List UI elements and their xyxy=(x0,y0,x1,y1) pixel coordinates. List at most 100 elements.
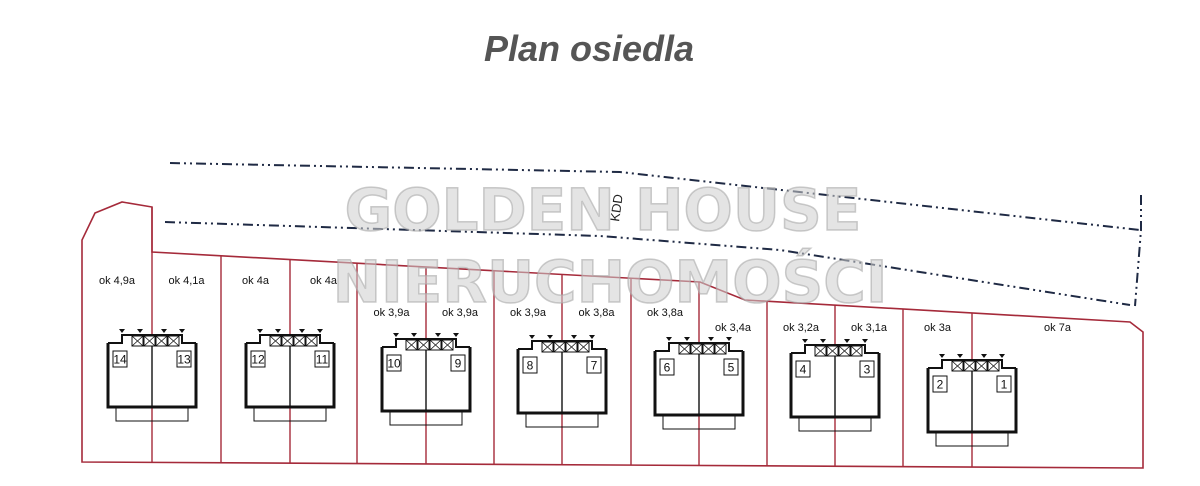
utility-box-cross xyxy=(714,343,727,355)
utility-box-cross xyxy=(690,343,703,355)
entrance-arrow-icon xyxy=(981,354,987,358)
unit-number-right: 11 xyxy=(316,353,329,367)
entrance-arrow-icon xyxy=(275,329,281,333)
entrance-arrow-icon xyxy=(957,354,963,358)
entrance-arrow-icon xyxy=(939,354,945,358)
unit-number-left: 10 xyxy=(387,357,401,371)
road: KDD xyxy=(164,162,1142,307)
utility-box-cross xyxy=(269,335,282,347)
plot-label: ok 7a xyxy=(1044,322,1072,334)
utility-box-cross xyxy=(441,339,454,351)
utility-box-cross xyxy=(281,335,294,347)
entrance-arrow-icon xyxy=(589,335,595,339)
utility-box-cross xyxy=(293,335,306,347)
plot-label: ok 3,8a xyxy=(578,307,615,319)
entrance-arrow-icon xyxy=(708,337,714,341)
unit-number-right: 7 xyxy=(591,359,598,373)
entrance-arrow-icon xyxy=(179,329,185,333)
unit-number-box xyxy=(586,356,602,374)
unit-number-box xyxy=(932,375,948,393)
plot-label: ok 3,9a xyxy=(510,307,547,319)
page-title: Plan osiedla xyxy=(483,28,695,69)
twin-house: 14 13 xyxy=(106,329,198,422)
entrance-arrow-icon xyxy=(317,329,323,333)
utility-box-cross xyxy=(541,341,554,353)
unit-number-box xyxy=(112,350,128,368)
entrance-arrow-icon xyxy=(684,337,690,341)
entrance-arrow-icon xyxy=(862,339,868,343)
entrance-arrow-icon xyxy=(844,339,850,343)
utility-box-cross xyxy=(850,345,863,357)
utility-box-cross xyxy=(975,360,988,372)
utility-box-cross xyxy=(987,360,1000,372)
entrance-arrow-icon xyxy=(571,335,577,339)
utility-box-cross xyxy=(814,345,827,357)
twin-house: 10 9 xyxy=(380,333,472,426)
unit-number-box xyxy=(450,354,466,372)
utility-box-cross xyxy=(143,335,156,347)
unit-number-right: 1 xyxy=(1001,378,1008,392)
entrance-arrow-icon xyxy=(119,329,125,333)
unit-number-box xyxy=(723,358,739,376)
plot-label: ok 4,1a xyxy=(168,275,205,287)
entrance-arrow-icon xyxy=(726,337,732,341)
entrance-arrow-icon xyxy=(547,335,553,339)
unit-number-left: 8 xyxy=(527,359,534,373)
entrance-arrow-icon xyxy=(393,333,399,337)
unit-number-box xyxy=(795,360,811,378)
unit-number-left: 14 xyxy=(113,353,127,367)
plot-label: ok 3,4a xyxy=(715,322,752,334)
unit-number-right: 13 xyxy=(177,353,191,367)
plot-label: ok 3,9a xyxy=(442,307,479,319)
unit-number-box xyxy=(250,350,266,368)
utility-box-cross xyxy=(167,335,180,347)
unit-number-left: 6 xyxy=(664,361,671,375)
utility-box-cross xyxy=(553,341,566,353)
utility-box-cross xyxy=(417,339,430,351)
watermark: GOLDEN HOUSE NIERUCHOMOŚCI xyxy=(332,175,888,317)
utility-box-cross xyxy=(963,360,976,372)
unit-number-box xyxy=(659,358,675,376)
watermark-line-2: NIERUCHOMOŚCI xyxy=(333,247,888,316)
utility-box-cross xyxy=(305,335,318,347)
road-top-line xyxy=(169,162,1141,231)
unit-number-right: 5 xyxy=(728,361,735,375)
entrance-arrow-icon xyxy=(411,333,417,337)
utility-box-cross xyxy=(838,345,851,357)
entrance-arrow-icon xyxy=(299,329,305,333)
utility-box-cross xyxy=(951,360,964,372)
entrance-arrow-icon xyxy=(820,339,826,343)
unit-number-box xyxy=(314,350,330,368)
plot-label: ok 4a xyxy=(242,275,270,287)
unit-number-box xyxy=(522,356,538,374)
entrance-arrow-icon xyxy=(802,339,808,343)
road-label: KDD xyxy=(607,193,626,222)
utility-box-cross xyxy=(429,339,442,351)
unit-number-right: 9 xyxy=(455,357,462,371)
unit-number-box xyxy=(176,350,192,368)
road-end-line xyxy=(1134,195,1142,307)
plot-label: ok 4a xyxy=(310,275,338,287)
utility-box-cross xyxy=(577,341,590,353)
plot-label: ok 3,9a xyxy=(373,307,410,319)
utility-box-cross xyxy=(678,343,691,355)
entrance-arrow-icon xyxy=(435,333,441,337)
entrance-arrow-icon xyxy=(137,329,143,333)
utility-box-cross xyxy=(405,339,418,351)
unit-number-box xyxy=(386,354,402,372)
utility-box-cross xyxy=(826,345,839,357)
entrance-arrow-icon xyxy=(666,337,672,341)
entrance-arrow-icon xyxy=(529,335,535,339)
unit-number-left: 4 xyxy=(800,363,807,377)
unit-number-right: 3 xyxy=(864,363,871,377)
unit-number-box xyxy=(996,375,1012,393)
plot-label: ok 3a xyxy=(924,322,952,334)
entrance-arrow-icon xyxy=(453,333,459,337)
entrance-arrow-icon xyxy=(161,329,167,333)
